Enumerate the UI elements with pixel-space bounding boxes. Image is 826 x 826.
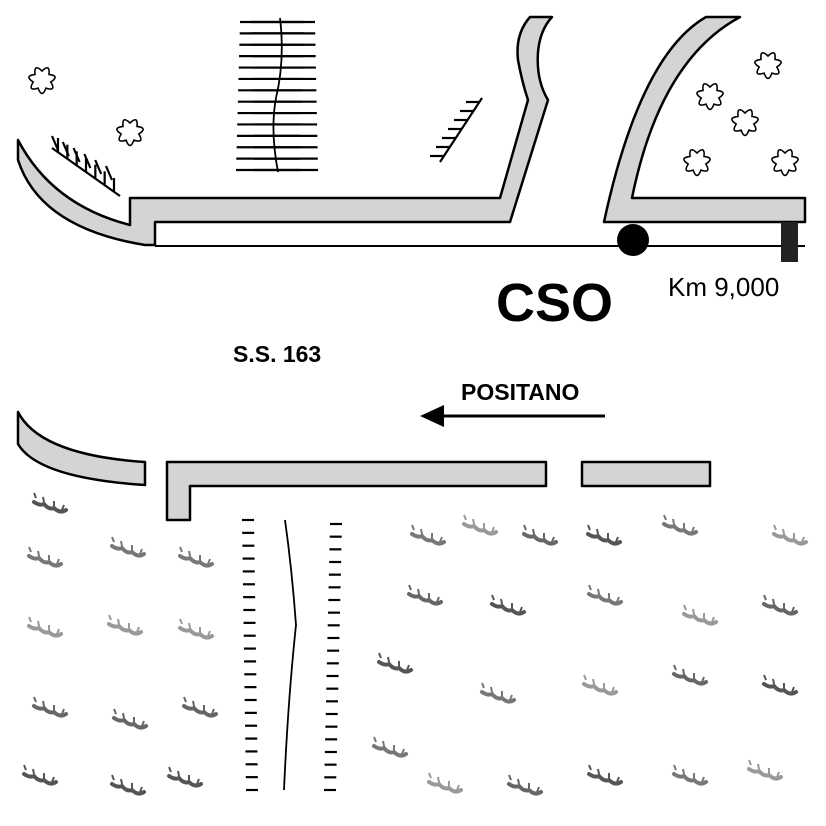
vegetation-icon (22, 764, 58, 786)
vegetation-icon (586, 524, 622, 546)
lower-road-edge (16, 410, 712, 522)
vegetation-icon (178, 546, 214, 568)
vegetation-icon (32, 492, 68, 514)
direction-arrow-icon (420, 405, 605, 427)
site-dot-icon (617, 224, 649, 256)
vegetation-icon (427, 772, 463, 794)
vegetation-icon (112, 708, 148, 730)
vegetation-icon (110, 536, 146, 558)
vegetation-icon (110, 774, 146, 796)
vegetation-icon (662, 514, 698, 536)
vegetation-icon (762, 594, 798, 616)
shrub-group (28, 51, 799, 177)
km-post-icon (781, 222, 798, 262)
vegetation-icon (377, 652, 413, 674)
vegetation-icon (490, 594, 526, 616)
slope-hatch-icon (94, 159, 103, 175)
vegetation-icon (32, 696, 68, 718)
vegetation-icon (480, 682, 516, 704)
vegetation-icon (582, 674, 618, 696)
vegetation-icon (682, 604, 718, 626)
vegetation-icon (672, 764, 708, 786)
slope-hatch-icon (83, 153, 92, 169)
vegetation-icon (107, 614, 143, 636)
site-code-label: CSO (496, 273, 613, 333)
vegetation-icon (182, 696, 218, 718)
vegetation-icon (762, 674, 798, 696)
road-name-label: S.S. 163 (233, 341, 321, 367)
shrub-icon (28, 66, 56, 95)
direction-label: POSITANO (461, 379, 579, 405)
vegetation-icon (772, 524, 808, 546)
vegetation-area (22, 492, 808, 796)
vegetation-icon (178, 618, 214, 640)
vegetation-icon (410, 524, 446, 546)
vegetation-icon (587, 584, 623, 606)
shrub-icon (116, 118, 144, 147)
shrub-icon (754, 51, 782, 80)
vegetation-icon (587, 764, 623, 786)
vegetation-icon (672, 664, 708, 686)
shrub-icon (696, 82, 724, 111)
vegetation-icon (167, 766, 203, 788)
shrub-icon (683, 148, 711, 177)
upper-road-edge (16, 15, 807, 247)
shrub-icon (771, 148, 799, 177)
vegetation-icon (507, 774, 543, 796)
vegetation-icon (407, 584, 443, 606)
slope-hatch-icon (104, 165, 114, 181)
slope-hatching (50, 17, 483, 792)
shrub-icon (731, 108, 759, 137)
vegetation-icon (372, 736, 408, 758)
vegetation-icon (27, 616, 63, 638)
vegetation-icon (747, 759, 783, 781)
vegetation-icon (462, 514, 498, 536)
vegetation-icon (522, 524, 558, 546)
vegetation-icon (27, 546, 63, 568)
km-marker-label: Km 9,000 (668, 272, 779, 302)
